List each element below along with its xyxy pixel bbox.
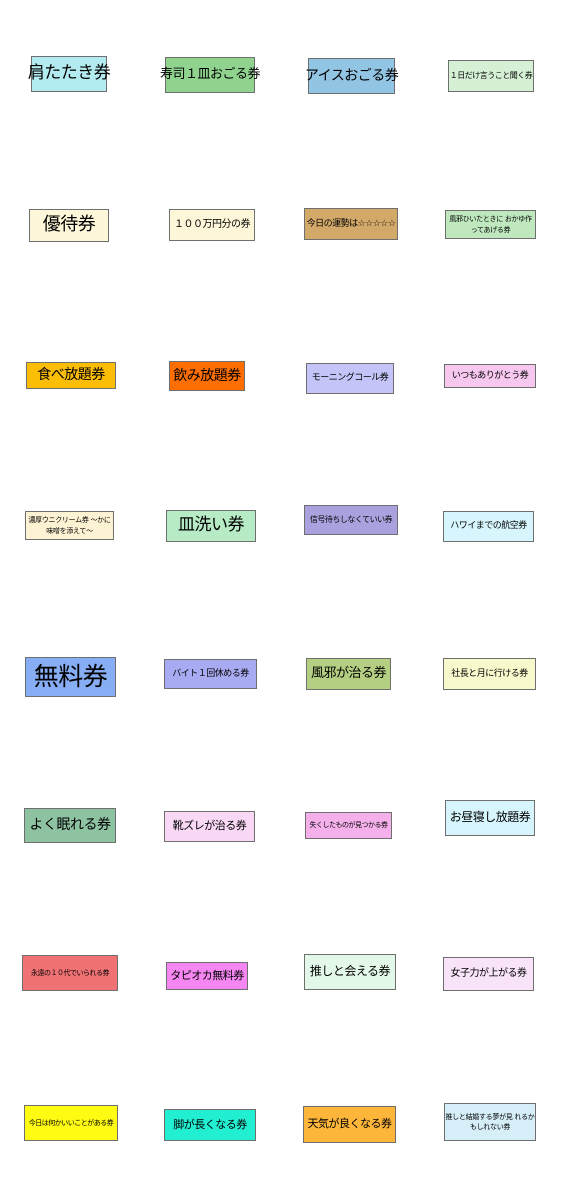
ticket-label: 推しと結婚する夢が見 れるかもしれない券: [445, 1112, 535, 1132]
ticket-label: よく眠れる券: [29, 817, 112, 834]
ticket-stamp[interactable]: タピオカ無料券: [166, 962, 248, 990]
ticket-stamp[interactable]: 風邪が治る券: [306, 658, 391, 690]
ticket-stamp[interactable]: 濃厚ウニクリーム券 ～かに味噌を添えて～: [25, 511, 114, 540]
ticket-label: 天気が良くなる券: [307, 1117, 393, 1131]
ticket-stamp[interactable]: 今日は何かいいことがある券: [24, 1105, 118, 1141]
ticket-label: 濃厚ウニクリーム券 ～かに味噌を添えて～: [28, 516, 111, 535]
ticket-label: 寿司１皿おごる券: [160, 66, 261, 82]
ticket-stamp[interactable]: よく眠れる券: [24, 808, 116, 843]
ticket-stamp[interactable]: 風邪ひいたときに おかゆ作ってあげる券: [445, 210, 536, 239]
ticket-stamp[interactable]: 寿司１皿おごる券: [160, 57, 261, 93]
ticket-stamp[interactable]: 推しと結婚する夢が見 れるかもしれない券: [444, 1103, 536, 1141]
ticket-label: モーニングコール券: [311, 373, 389, 384]
ticket-label: 風邪ひいたときに おかゆ作ってあげる券: [449, 215, 532, 234]
ticket-stamp[interactable]: 飲み放題券: [169, 361, 245, 391]
ticket-stamp[interactable]: 脚が長くなる券: [164, 1109, 256, 1141]
ticket-stamp[interactable]: 今日の運勢は☆☆☆☆☆: [304, 208, 398, 240]
ticket-stamp[interactable]: １００万円分の券: [169, 209, 255, 241]
ticket-stamp[interactable]: アイスおごる券: [304, 58, 399, 94]
ticket-stamp[interactable]: バイト１回休める券: [164, 659, 257, 689]
ticket-label: 社長と月に行ける券: [451, 668, 528, 679]
ticket-stamp[interactable]: モーニングコール券: [306, 363, 394, 394]
ticket-stamp[interactable]: 女子力が上がる券: [443, 957, 534, 991]
ticket-label: １日だけ言うこと聞く券: [449, 71, 533, 81]
ticket-stamp[interactable]: 無料券: [25, 657, 116, 697]
ticket-label: 肩たたき券: [27, 63, 111, 84]
ticket-label: いつもありがとう券: [451, 370, 529, 381]
ticket-stamp[interactable]: お昼寝し放題券: [445, 800, 535, 836]
ticket-label: 脚が長くなる券: [173, 1117, 247, 1131]
ticket-label: 信号待ちしなくていい券: [309, 515, 393, 525]
ticket-label: 食べ放題券: [37, 367, 105, 384]
ticket-stamp[interactable]: 優待券: [29, 209, 109, 242]
ticket-stamp[interactable]: 食べ放題券: [26, 362, 116, 389]
ticket-stamp[interactable]: 推しと会える券: [304, 954, 396, 990]
ticket-label: お昼寝し放題券: [449, 810, 531, 825]
ticket-label: 優待券: [42, 214, 96, 236]
ticket-stamp[interactable]: 肩たたき券: [28, 56, 111, 92]
ticket-label: 今日は何かいいことがある券: [28, 1118, 114, 1127]
ticket-label: 皿洗い券: [178, 515, 245, 536]
ticket-label: タピオカ無料券: [170, 968, 244, 982]
ticket-stamp[interactable]: 靴ズレが治る券: [164, 811, 255, 842]
ticket-label: 失くしたものが見つかる券: [309, 821, 389, 830]
ticket-label: 無料券: [33, 661, 108, 691]
ticket-label: 推しと会える券: [309, 964, 391, 979]
ticket-label: 風邪が治る券: [310, 665, 387, 681]
ticket-stamp[interactable]: １日だけ言うこと聞く券: [448, 60, 534, 92]
ticket-stamp[interactable]: ハワイまでの航空券: [443, 511, 534, 542]
ticket-label: 今日の運勢は☆☆☆☆☆: [306, 218, 396, 229]
ticket-stamp[interactable]: 失くしたものが見つかる券: [305, 812, 392, 839]
ticket-stamp[interactable]: 信号待ちしなくていい券: [304, 505, 398, 535]
ticket-label: ハワイまでの航空券: [450, 521, 527, 532]
ticket-label: 飲み放題券: [173, 367, 241, 384]
ticket-stamp[interactable]: 永遠の１０代でいられる券: [22, 955, 118, 991]
ticket-stamp[interactable]: 皿洗い券: [166, 510, 256, 542]
ticket-label: 靴ズレが治る券: [172, 819, 247, 833]
ticket-label: １００万円分の券: [174, 219, 251, 231]
ticket-stamp[interactable]: 天気が良くなる券: [303, 1106, 396, 1143]
ticket-stamp[interactable]: 社長と月に行ける券: [443, 658, 536, 690]
ticket-stamp[interactable]: いつもありがとう券: [444, 364, 536, 388]
ticket-label: アイスおごる券: [304, 67, 399, 84]
ticket-label: バイト１回休める券: [172, 668, 249, 679]
ticket-label: 永遠の１０代でいられる券: [31, 968, 110, 977]
ticket-label: 女子力が上がる券: [450, 968, 528, 980]
